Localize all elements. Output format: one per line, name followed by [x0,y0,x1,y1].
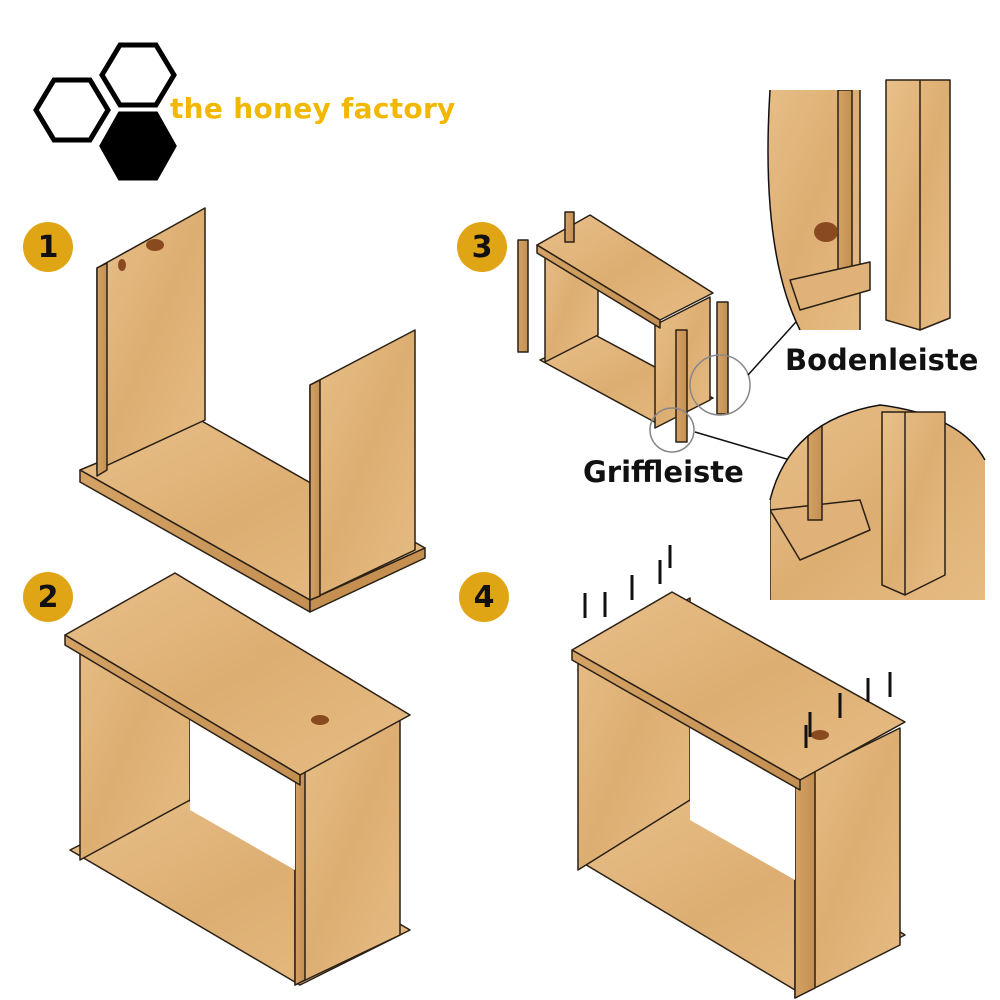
bodenleiste-label: Bodenleiste [785,343,979,377]
screws [583,545,892,748]
step-1-illustration [79,207,426,613]
detail-bottom-strip [768,90,871,330]
logo-hexagons [33,42,177,181]
step-2-illustration [64,572,411,986]
step-4-illustration [571,591,906,999]
step-badge-2: 2 [23,572,73,622]
brand-name: the honey factory [170,92,456,125]
step-badge-4: 4 [459,572,509,622]
step-3-illustration [517,211,729,443]
detail-handle-strip [770,405,985,600]
step-badge-1: 1 [23,222,73,272]
step-badge-3: 3 [457,222,507,272]
griffleiste-label: Griffleiste [583,455,744,489]
callout-markers [649,311,806,461]
